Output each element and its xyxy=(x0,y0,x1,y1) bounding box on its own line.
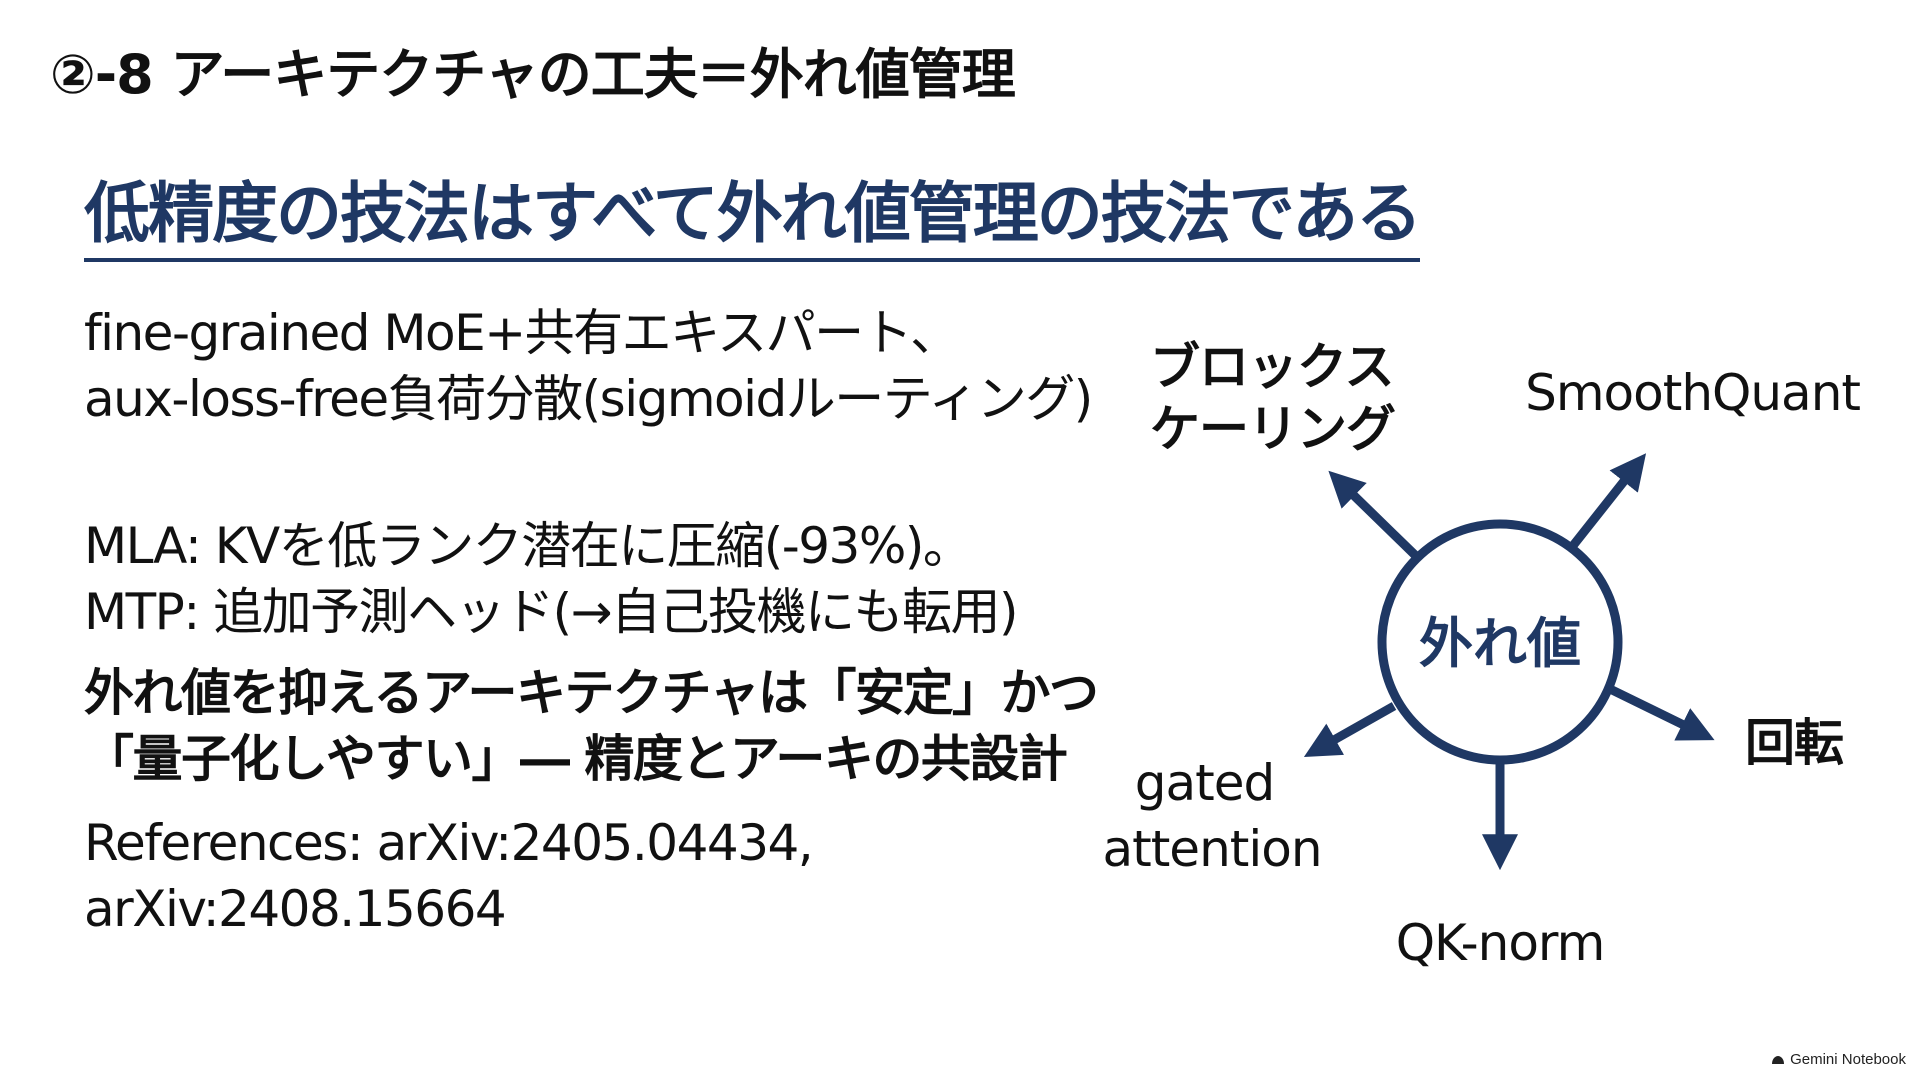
block-scaling-label: ブロックス ケーリング xyxy=(1150,338,1410,458)
references-line-1: References: arXiv:2405.04434, xyxy=(84,814,814,872)
gated-attention-label: gated attention xyxy=(1102,754,1321,878)
references-paragraph: References: arXiv:2405.04434, arXiv:2408… xyxy=(84,810,814,942)
key-point-line-2: 「量子化しやすい」― 精度とアーキの共設計 xyxy=(84,730,1068,788)
block-scaling-label-line-2: ケーリング xyxy=(1150,400,1395,458)
mla-paragraph: MLA: KVを低ランク潜在に圧縮(-93%)。 MTP: 追加予測ヘッド(→自… xyxy=(84,513,1018,645)
outlier-center-label: 外れ値 xyxy=(1419,612,1581,675)
gated-attention-label-line-1: gated xyxy=(1135,754,1274,812)
rotation-label: 回転 xyxy=(1745,714,1844,772)
moe-line-2: aux-loss-free負荷分散(sigmoidルーティング) xyxy=(84,370,1093,428)
mtp-line: MTP: 追加予測ヘッド(→自己投機にも転用) xyxy=(84,583,1018,641)
arrow-rotation xyxy=(1606,683,1715,741)
key-point-line-1: 外れ値を抑えるアーキテクチャは「安定」かつ xyxy=(84,664,1099,722)
gated-attention-label-line-2: attention xyxy=(1102,820,1321,878)
smoothquant-label: SmoothQuant xyxy=(1525,364,1860,422)
slide-title: ②-8 アーキテクチャの工夫＝外れ値管理 xyxy=(50,43,1016,106)
arrow-gated-attention xyxy=(1303,702,1397,757)
mla-line: MLA: KVを低ランク潜在に圧縮(-93%)。 xyxy=(84,517,973,575)
arrow-block-scaling xyxy=(1328,470,1420,560)
moe-paragraph: fine-grained MoE+共有エキスパート、 aux-loss-free… xyxy=(84,300,1093,432)
block-scaling-label-line-1: ブロックス xyxy=(1150,338,1394,396)
gemini-notebook-icon xyxy=(1772,1055,1785,1064)
headline: 低精度の技法はすべて外れ値管理の技法である xyxy=(84,160,1422,262)
brand-name: Gemini Notebook xyxy=(1790,1051,1906,1068)
gemini-notebook-brand: Gemini Notebook xyxy=(1771,1051,1906,1068)
moe-line-1: fine-grained MoE+共有エキスパート、 xyxy=(84,304,960,362)
arrow-smoothquant xyxy=(1564,453,1647,555)
outlier-circle xyxy=(1377,519,1623,765)
references-line-2: arXiv:2408.15664 xyxy=(84,880,507,938)
key-point-paragraph: 外れ値を抑えるアーキテクチャは「安定」かつ 「量子化しやすい」― 精度とアーキの… xyxy=(84,660,1099,792)
qk-norm-label: QK-norm xyxy=(1396,914,1605,972)
